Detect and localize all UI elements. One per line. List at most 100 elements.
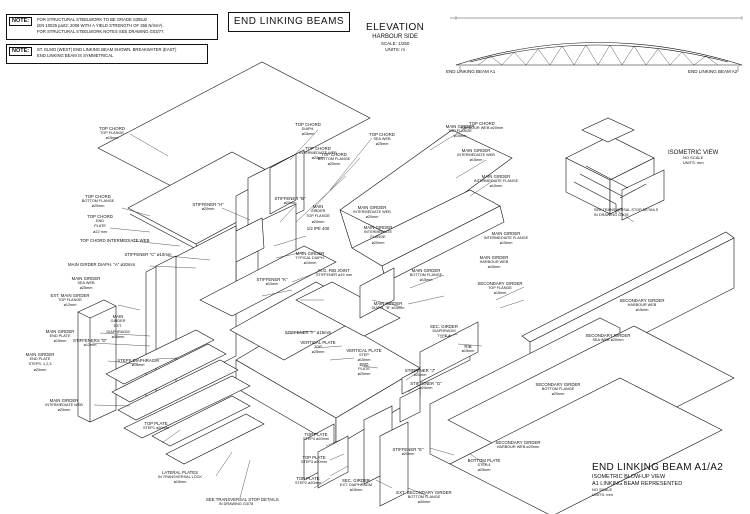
part-label-line: SEA WEB	[373, 137, 391, 142]
part-label-line: STEP3 ø20mm	[301, 460, 327, 465]
isometric-view-title: ISOMETRIC VIEW	[668, 150, 719, 156]
part-label-line: ø15mm	[499, 241, 513, 246]
part-label-line: TYPICAL DIAPH.	[295, 256, 325, 261]
note-line: FOR STRUCTURAL STEELWORK TO BE GRADE S35…	[37, 17, 148, 22]
elevation-scale: SCALE: 1/250	[380, 41, 410, 46]
part-label-line: PLATE	[358, 367, 370, 372]
part-label-line: DIAPHRAGM	[106, 329, 130, 334]
top-chord-harbour-web-plate	[339, 129, 513, 241]
part-label-line: TOP	[314, 345, 322, 350]
part-label-line: ø20mm	[201, 207, 215, 212]
part-label-line: MAIN GIRDER	[45, 329, 75, 334]
part-label-line: STEP2 ø20mm	[295, 481, 321, 486]
part-label-line: MAIN GIRDER	[445, 124, 475, 129]
part-label-stiffener-e: STIFFENER "E"ø20mm	[378, 447, 438, 457]
part-label-line: MAIN GIRDER	[411, 268, 441, 273]
part-label-line: INTERMEDIATE	[364, 230, 392, 235]
part-label-line: ø20mm	[371, 240, 385, 245]
isometric-view-thumbnail	[565, 117, 665, 221]
part-label-line: MAIN GIRDER	[295, 251, 325, 256]
isometric-view-note: SEE TRANSVERSAL STOP DETAILS IN DRAWING …	[594, 208, 658, 218]
elevation-left-label: END LINKING BEAM A1	[446, 69, 496, 74]
part-label-line: ø15mm	[105, 136, 119, 141]
part-label-line: ø15mm	[419, 278, 433, 283]
part-label-line: MAIN GIRDER	[357, 205, 387, 210]
part-label-line: MAIN GIRDER	[71, 276, 101, 281]
part-label-line: MAIN GIRDER	[461, 148, 491, 153]
part-label-stiffener-j: STIFFENER "J"ø20mm	[390, 368, 450, 378]
isometric-view-note-line: SEE TRANSVERSAL STOP DETAILS	[594, 208, 659, 212]
part-label-line: SEC. GIRDER	[430, 324, 458, 329]
part-label-main-girder-diaph-a: MAIN GIRDER DIAPH. "A" ø20mm	[68, 262, 135, 267]
part-label-line: ø20mm	[551, 392, 565, 397]
part-label-line: ø20mm	[57, 408, 71, 413]
part-label-line: EXT. SECONDARY GIRDER	[396, 490, 452, 495]
part-label-line: STIFFENER "K"	[256, 277, 288, 282]
part-label-line: SECONDARY GIRDER	[535, 382, 581, 387]
part-label-line: STEPS DIAPHRAGM	[117, 358, 159, 363]
part-label-line: TOP PLATE	[296, 476, 320, 481]
part-label-line: STIFFENERS "D"	[72, 338, 108, 343]
part-label-line: MAIN GIRDER	[481, 174, 511, 179]
main-title-units: UNITS: mm	[592, 492, 613, 497]
part-label-line: ø25mm	[375, 142, 389, 147]
part-label-line: HARBOUR WEB	[627, 303, 657, 308]
elevation-title: ELEVATION	[366, 22, 425, 33]
part-label-line: TOP FLANGE	[448, 129, 472, 134]
part-label-line: STIFFENER ø15 mm	[315, 273, 353, 278]
isometric-view-scale: NO SCALE	[683, 155, 704, 160]
part-label-line: END PLATE	[29, 357, 51, 362]
part-label-line: STIFFENER "E"	[392, 447, 424, 452]
part-label-line: GIRDER	[310, 209, 326, 214]
part-label-line: ø25mm	[79, 286, 93, 291]
part-label-line: HARBOUR WEB ø20mm	[496, 445, 540, 450]
part-label-line: ø15mm	[635, 308, 649, 313]
part-label-line: TOP CHORD	[305, 146, 331, 151]
part-label-line: TOP PLATE	[304, 432, 328, 437]
part-label-line: ø15mm	[301, 132, 315, 137]
part-label-top-chord-intermediate-web-left: TOP CHORD INTERMEDIATE WEB	[80, 238, 149, 243]
elevation-right-label: END LINKING BEAM A2	[688, 69, 738, 74]
part-label-line: TOP FLANGE	[100, 131, 124, 136]
part-label-line: BOTTOM FLANGE	[81, 199, 115, 204]
part-label-line: EXT. MAIN GIRDER	[50, 293, 90, 298]
part-label-stiffener-c: STIFFENER "C" ø10mm	[118, 252, 178, 257]
isometric-view-note-line: IN DRAWING G3/78	[594, 213, 629, 218]
part-label-line: GIRDER	[110, 319, 126, 324]
part-label-line: MAIN	[112, 314, 124, 319]
part-label-stiffener-d: STIFFENERS "D"ø12mm	[60, 338, 120, 348]
part-label-line: ø15mm	[131, 363, 145, 368]
part-label-line: DIAPHRAGM	[432, 329, 456, 334]
part-label-line: IN TRANSVERSAL LOCK	[158, 475, 202, 480]
elevation-caption: ELEVATION HARBOUR SIDE SCALE: 1/250 UNIT…	[366, 22, 424, 52]
part-label-line: SECONDARY GIRDER	[585, 333, 631, 338]
part-label-line: ø20mm	[419, 386, 433, 391]
part-label-line: TOP FLANGE	[488, 286, 512, 291]
part-label-line: ø20mm	[91, 204, 105, 209]
part-label-line: LATERAL PLATES	[162, 470, 198, 475]
part-label-line: ø20mm	[33, 367, 47, 372]
part-label-line: TOP CHORD	[85, 194, 111, 199]
part-label-line: ø40mm	[417, 500, 431, 505]
part-label-stiffener-b: STIFFENER "B"ø20mm	[260, 196, 320, 206]
